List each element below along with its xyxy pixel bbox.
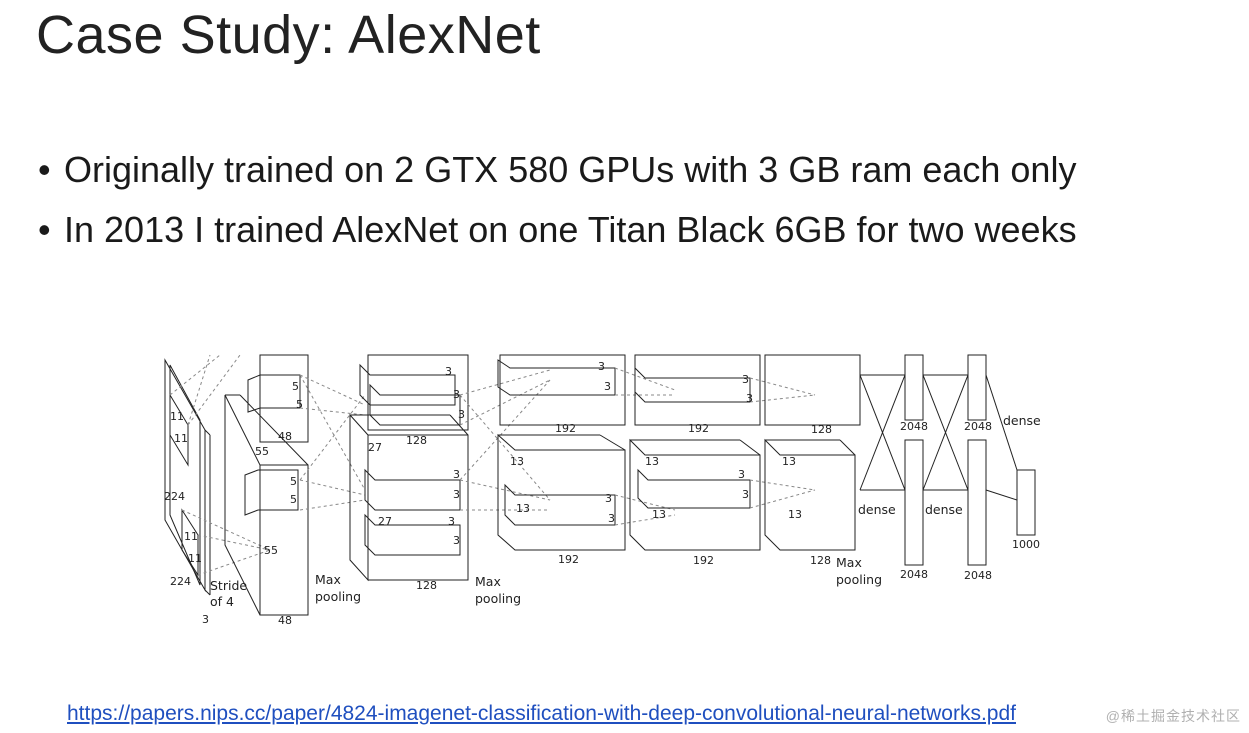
kernel-label: 3 [453,468,460,481]
kernel-label: 3 [742,488,749,501]
bullet-text: Originally trained on 2 GTX 580 GPUs wit… [64,149,1077,190]
slide-title: Case Study: AlexNet [36,5,541,65]
maxpool-label: Max [315,572,341,587]
conv4-size-label: 13 [652,508,666,521]
filter-label: 11 [184,530,198,543]
conv5-size-label: 13 [782,455,796,468]
fc-size-label: 2048 [900,420,928,433]
conv5-size-label: 13 [788,508,802,521]
kernel-label: 5 [290,493,297,506]
maxpool-label: pooling [315,589,361,604]
dense-layers [859,354,1036,566]
dense-label: dense [858,502,896,517]
maxpool-label: pooling [836,572,882,587]
kernel-label: 3 [605,492,612,505]
kernel-label: 3 [604,380,611,393]
kernel-label: 3 [448,515,455,528]
kernel-label: 3 [453,534,460,547]
dense-label: dense [1003,413,1041,428]
diagram-labels: 11 11 224 11 11 224 Stride of 4 3 55 55 … [164,360,1041,627]
kernel-label: 5 [290,475,297,488]
conv3-size-label: 13 [510,455,524,468]
conv3-depth-label: 192 [558,553,579,566]
input-volume [164,358,211,596]
conv2-depth-label: 128 [406,434,427,447]
filter-label: 11 [170,410,184,423]
bullet-item: • In 2013 I trained AlexNet on one Titan … [38,200,1077,260]
input-size-label: 224 [170,575,191,588]
bullet-dot: • [38,149,51,190]
conv1-size-label: 55 [264,544,278,557]
fc-size-label: 2048 [900,568,928,581]
fc-size-label: 2048 [964,420,992,433]
input-size-label: 224 [164,490,185,503]
conv2-size-label: 27 [368,441,382,454]
alexnet-architecture-diagram: 11 11 224 11 11 224 Stride of 4 3 55 55 … [164,354,1041,627]
kernel-label: 3 [738,468,745,481]
kernel-label: 3 [746,392,753,405]
maxpool-label: pooling [475,591,521,606]
kernel-label: 3 [445,365,452,378]
conv2-volume [349,354,469,582]
stride-label: Stride [210,578,247,593]
filter-label: 11 [188,552,202,565]
filter-label: 11 [174,432,188,445]
kernel-label: 3 [453,488,460,501]
kernel-label: 3 [458,408,465,421]
kernel-label: 5 [296,398,303,411]
conv4-size-label: 13 [645,455,659,468]
conv4-depth-label: 192 [688,422,709,435]
bullet-list: • Originally trained on 2 GTX 580 GPUs wi… [38,140,1077,260]
input-channels-label: 3 [202,613,209,626]
stride-of-label: of 4 [210,594,234,609]
bullet-dot: • [38,209,51,250]
conv2-size-label: 27 [378,515,392,528]
conv4-volume [629,354,761,551]
kernel-label: 3 [608,512,615,525]
maxpool-label: Max [475,574,501,589]
kernel-label: 5 [292,380,299,393]
conv1-volume [224,354,309,616]
paper-link[interactable]: https://papers.nips.cc/paper/4824-imagen… [67,702,1016,725]
output-size-label: 1000 [1012,538,1040,551]
conv3-projections [614,367,676,526]
conv2-depth-label: 128 [416,579,437,592]
conv1-depth-label: 48 [278,614,292,627]
conv1-projections [299,374,366,511]
fc-size-label: 2048 [964,569,992,582]
bullet-item: • Originally trained on 2 GTX 580 GPUs wi… [38,140,1077,200]
watermark: @稀土掘金技术社区 [1105,708,1241,724]
conv5-depth-label: 128 [811,423,832,436]
bullet-text: In 2013 I trained AlexNet on one Titan B… [64,209,1077,250]
conv1-depth-label: 48 [278,430,292,443]
kernel-label: 3 [598,360,605,373]
dense-label: dense [925,502,963,517]
kernel-label: 3 [453,388,460,401]
kernel-label: 3 [742,373,749,386]
maxpool-label: Max [836,555,862,570]
conv5-volume [764,354,861,551]
conv4-depth-label: 192 [693,554,714,567]
conv4-projections [749,377,816,509]
conv3-depth-label: 192 [555,422,576,435]
conv3-size-label: 13 [516,502,530,515]
conv5-depth-label: 128 [810,554,831,567]
conv1-size-label: 55 [255,445,269,458]
